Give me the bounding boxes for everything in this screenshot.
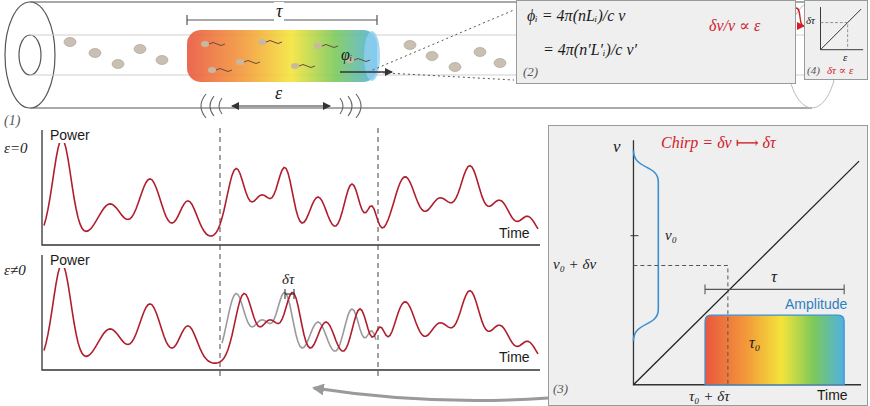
plot-drawing bbox=[549, 126, 867, 405]
power-trace bbox=[44, 139, 538, 236]
axis-label: Power bbox=[48, 253, 92, 268]
scatterer-tail bbox=[322, 45, 338, 48]
particle bbox=[112, 60, 124, 69]
pulse-duration: τ bbox=[771, 268, 777, 287]
scatterer bbox=[314, 43, 322, 49]
proportionality: δν/ν ∝ ε bbox=[709, 17, 760, 35]
axis-label: ν bbox=[613, 138, 621, 157]
scatterer bbox=[291, 63, 299, 69]
particle bbox=[404, 41, 416, 50]
linear-plot-box: δτ εδτ ∝ ε (4) bbox=[804, 0, 868, 80]
scatterer-tail bbox=[244, 61, 260, 64]
light-pulse bbox=[187, 30, 392, 82]
strain-arrow bbox=[232, 105, 330, 106]
delta-tau-marker bbox=[285, 289, 294, 299]
leader-lines bbox=[368, 10, 514, 80]
plot-axes bbox=[42, 130, 540, 370]
particle bbox=[494, 59, 506, 68]
equation-box: ϕᵢ = 4π(nLᵢ)/c ν = 4π(n′L′ᵢ)/c ν′ δν/ν ∝ ε… bbox=[516, 0, 796, 84]
axis-label: δτ bbox=[806, 14, 815, 26]
proportionality: δτ ∝ ε bbox=[827, 64, 853, 76]
axis-label: ε bbox=[843, 51, 847, 63]
panel-number: (3) bbox=[553, 382, 568, 396]
axis-label: Time bbox=[497, 350, 532, 365]
chirp-plot-box: Chirp = δν ⟼ δτ ν ν₀ ν₀ + δν τAmplitude τ₀ τ₀ … bbox=[548, 125, 868, 406]
scatterer bbox=[258, 39, 266, 45]
particle bbox=[156, 56, 168, 65]
condition-label: ε≠0 bbox=[4, 262, 26, 279]
panel-number: (2) bbox=[523, 65, 538, 79]
return-arrow bbox=[314, 388, 548, 400]
equation: ϕᵢ = 4π(nLᵢ)/c ν bbox=[527, 7, 625, 25]
chirp-relation: Chirp = δν ⟼ δτ bbox=[661, 134, 776, 152]
axis-label: Time bbox=[497, 226, 532, 241]
time-label: τ₀ bbox=[749, 334, 760, 352]
power-trace-strained bbox=[44, 264, 538, 363]
panel-number: (4) bbox=[807, 64, 820, 76]
pulse-duration: τ bbox=[274, 2, 284, 22]
scatterer bbox=[208, 67, 216, 73]
frequency-label: ν₀ + δν bbox=[553, 256, 596, 273]
scatterer bbox=[201, 41, 209, 47]
scatterer-tail bbox=[209, 43, 225, 46]
particle bbox=[89, 49, 101, 58]
relation-arrow bbox=[796, 8, 804, 26]
panel-number: (1) bbox=[4, 113, 20, 128]
frequency-label: ν₀ bbox=[665, 227, 677, 244]
reference-trace bbox=[222, 292, 376, 351]
window-lines bbox=[220, 128, 378, 378]
particle bbox=[134, 45, 146, 54]
equation: = 4π(n′L′ᵢ)/c ν′ bbox=[543, 41, 637, 59]
time-label: τ₀ + δτ bbox=[689, 388, 730, 405]
scatterer-tail bbox=[266, 41, 282, 44]
particle bbox=[64, 38, 76, 47]
axis-label: Time bbox=[817, 388, 848, 403]
phase-symbol: φᵢ bbox=[341, 46, 352, 64]
particle bbox=[474, 48, 486, 57]
particle bbox=[426, 52, 438, 61]
scatterer bbox=[236, 59, 244, 65]
scatterer-tail bbox=[299, 65, 315, 68]
delay-label: δτ bbox=[280, 271, 296, 288]
scatterer-tail bbox=[354, 59, 370, 62]
particle bbox=[449, 63, 461, 72]
axis-label: Power bbox=[48, 128, 92, 143]
strain-symbol: ε bbox=[273, 84, 284, 104]
scatterer-tail bbox=[216, 69, 232, 72]
condition-label: ε=0 bbox=[4, 140, 28, 157]
amplitude-label: Amplitude bbox=[785, 297, 847, 312]
